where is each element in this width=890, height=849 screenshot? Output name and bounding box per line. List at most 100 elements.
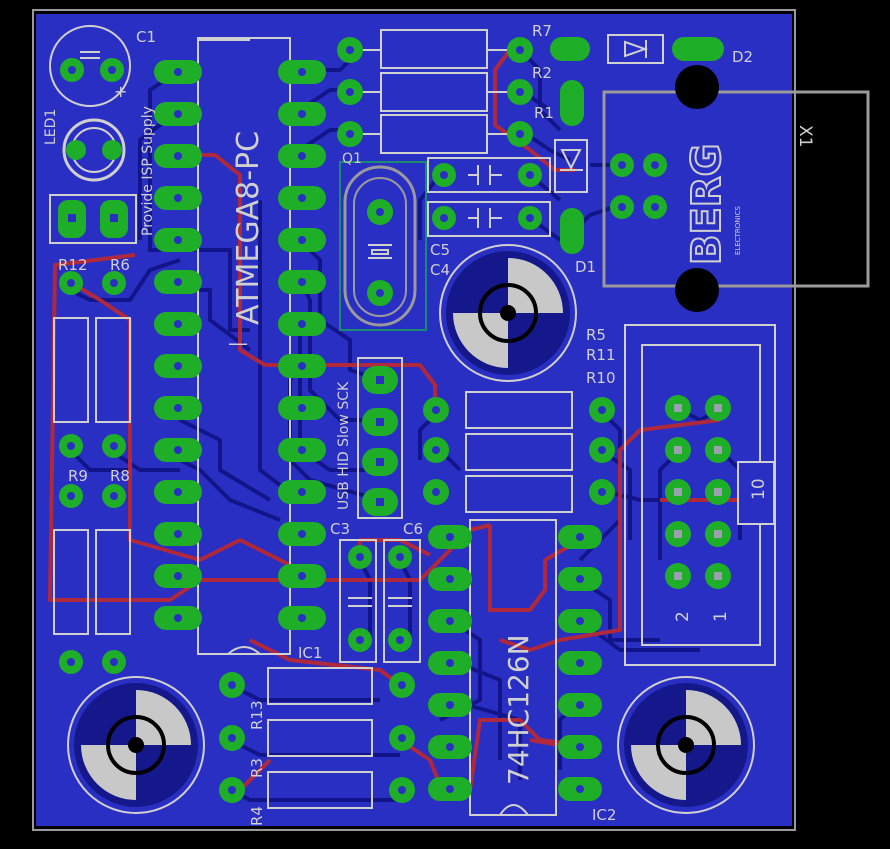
ic1-pin-pad: [154, 312, 202, 336]
capacitors-c4-c5: [427, 157, 551, 237]
jumper-block: USB HID Slow SCK: [336, 357, 403, 519]
isp-pin-pad: [665, 479, 691, 505]
isp-pin-2-label: 2: [673, 611, 693, 622]
mounting-hole: [67, 676, 205, 814]
ic1-pin-pad: [278, 522, 326, 546]
component-ref-label: R13: [248, 700, 266, 730]
component-ref-label: R7: [532, 22, 552, 40]
ic1-pin-pad: [278, 102, 326, 126]
component-ref-label: R10: [586, 369, 616, 387]
isp-pin-pad: [705, 395, 731, 421]
ic1-pin-pad: [154, 522, 202, 546]
crystal-ref-label: Q1: [342, 151, 362, 167]
isp-supply-jumper: Provide ISP Supply: [49, 106, 156, 244]
ic1-pin-pad: [278, 60, 326, 84]
component-ref-label: R2: [532, 64, 552, 82]
ic1-pads: [154, 60, 326, 630]
connector-sub-label: ELECTRONICS: [734, 206, 742, 255]
component-ref-label: D1: [575, 258, 596, 276]
ic1-pin-pad: [154, 270, 202, 294]
component-ref-label: R1: [534, 104, 554, 122]
ic1-plus-mark: —: [228, 331, 248, 355]
ic1-pin-pad: [278, 438, 326, 462]
capacitor-polarity-mark: +: [114, 82, 127, 101]
component-ref-label: C6: [403, 520, 423, 538]
ic1-pin-pad: [154, 606, 202, 630]
ic2-value-label: 74HC126N: [502, 634, 535, 785]
component-ref-label: R11: [586, 346, 616, 364]
resistor-left-drills: [67, 279, 118, 666]
ic1-pin-pad: [154, 144, 202, 168]
capacitors-c3-c6: [339, 539, 421, 663]
resistor-bank-middle: [423, 391, 615, 513]
mounting-hole: [617, 676, 755, 814]
component-ref-label: R4: [248, 806, 266, 826]
ic2-pin-pad: [558, 651, 602, 675]
ic1-outline: [197, 37, 291, 655]
ic1-pin-pad: [154, 354, 202, 378]
component-ref-label: R5: [586, 326, 606, 344]
ic1-value-label: ATMEGA8-PC: [231, 131, 266, 325]
resistor-top-drills: [346, 46, 524, 138]
ic1-pin-pad: [278, 480, 326, 504]
ic1-pin-pad: [154, 438, 202, 462]
crystal-q1: Q1: [339, 151, 427, 331]
ic1-pin-pad: [154, 102, 202, 126]
jumper-label: USB HID Slow SCK: [336, 381, 352, 510]
ic2-pin-pad: [428, 777, 472, 801]
ic1-pin-pad: [154, 60, 202, 84]
ic1-pin-pad: [154, 480, 202, 504]
component-ref-label: R6: [110, 256, 130, 274]
isp-header-pads: [665, 395, 731, 589]
ic2-pin-pad: [428, 651, 472, 675]
ic1-pin-pad: [278, 228, 326, 252]
ic1-pin-pad: [154, 564, 202, 588]
ic2-pin-pad: [428, 609, 472, 633]
ic2-pin-pad: [558, 525, 602, 549]
ic2-pin-pad: [558, 609, 602, 633]
isp-pin-pad: [665, 563, 691, 589]
ic2-pin-pad: [428, 525, 472, 549]
ic1-pin-pad: [278, 606, 326, 630]
isp-pin-pad: [665, 437, 691, 463]
component-ref-label: C5: [430, 241, 450, 259]
ic1-pin-pad: [154, 186, 202, 210]
ic1-pin-pad: [278, 396, 326, 420]
ic2-pin-pad: [558, 777, 602, 801]
ic2-pin-pad: [558, 567, 602, 591]
top-traces: [48, 48, 742, 792]
isp-pin-pad: [665, 395, 691, 421]
ic1-pin-pad: [278, 186, 326, 210]
diode-d1: [554, 80, 588, 254]
ic1-pin-pad: [278, 354, 326, 378]
component-ref-label: R12: [58, 256, 88, 274]
isp-pin-10-label: 10: [749, 478, 769, 500]
component-ref-label: C1: [136, 28, 156, 46]
isp-pin-pad: [705, 437, 731, 463]
ic1-ref-label: IC1: [298, 644, 322, 662]
ic1-pin-pad: [154, 228, 202, 252]
ic2-ref-label: IC2: [592, 806, 616, 824]
ic1-pin-pad: [278, 270, 326, 294]
isp-pin-pad: [705, 479, 731, 505]
ic2-pads: [428, 525, 602, 801]
component-ref-label: R3: [248, 758, 266, 778]
ic2-pin-pad: [428, 693, 472, 717]
component-ref-label: C3: [330, 520, 350, 538]
connector-ref-label: X1: [795, 125, 815, 147]
ic2-pin-pad: [558, 735, 602, 759]
connector-brand-label: BERG: [684, 144, 730, 265]
ic1-pin-pad: [278, 564, 326, 588]
component-ref-label: C4: [430, 261, 450, 279]
isp-header: 10 2 1: [624, 324, 776, 666]
capacitor-c1: +: [49, 25, 131, 107]
mounting-hole: [439, 244, 577, 382]
usb-connector-x1: BERG ELECTRONICS X1: [602, 65, 870, 312]
isp-pin-pad: [705, 521, 731, 547]
isp-supply-label: Provide ISP Supply: [140, 106, 156, 236]
component-ref-label: D2: [732, 48, 753, 66]
component-ref-label: R9: [68, 467, 88, 485]
led-ref-label: LED1: [43, 109, 59, 145]
